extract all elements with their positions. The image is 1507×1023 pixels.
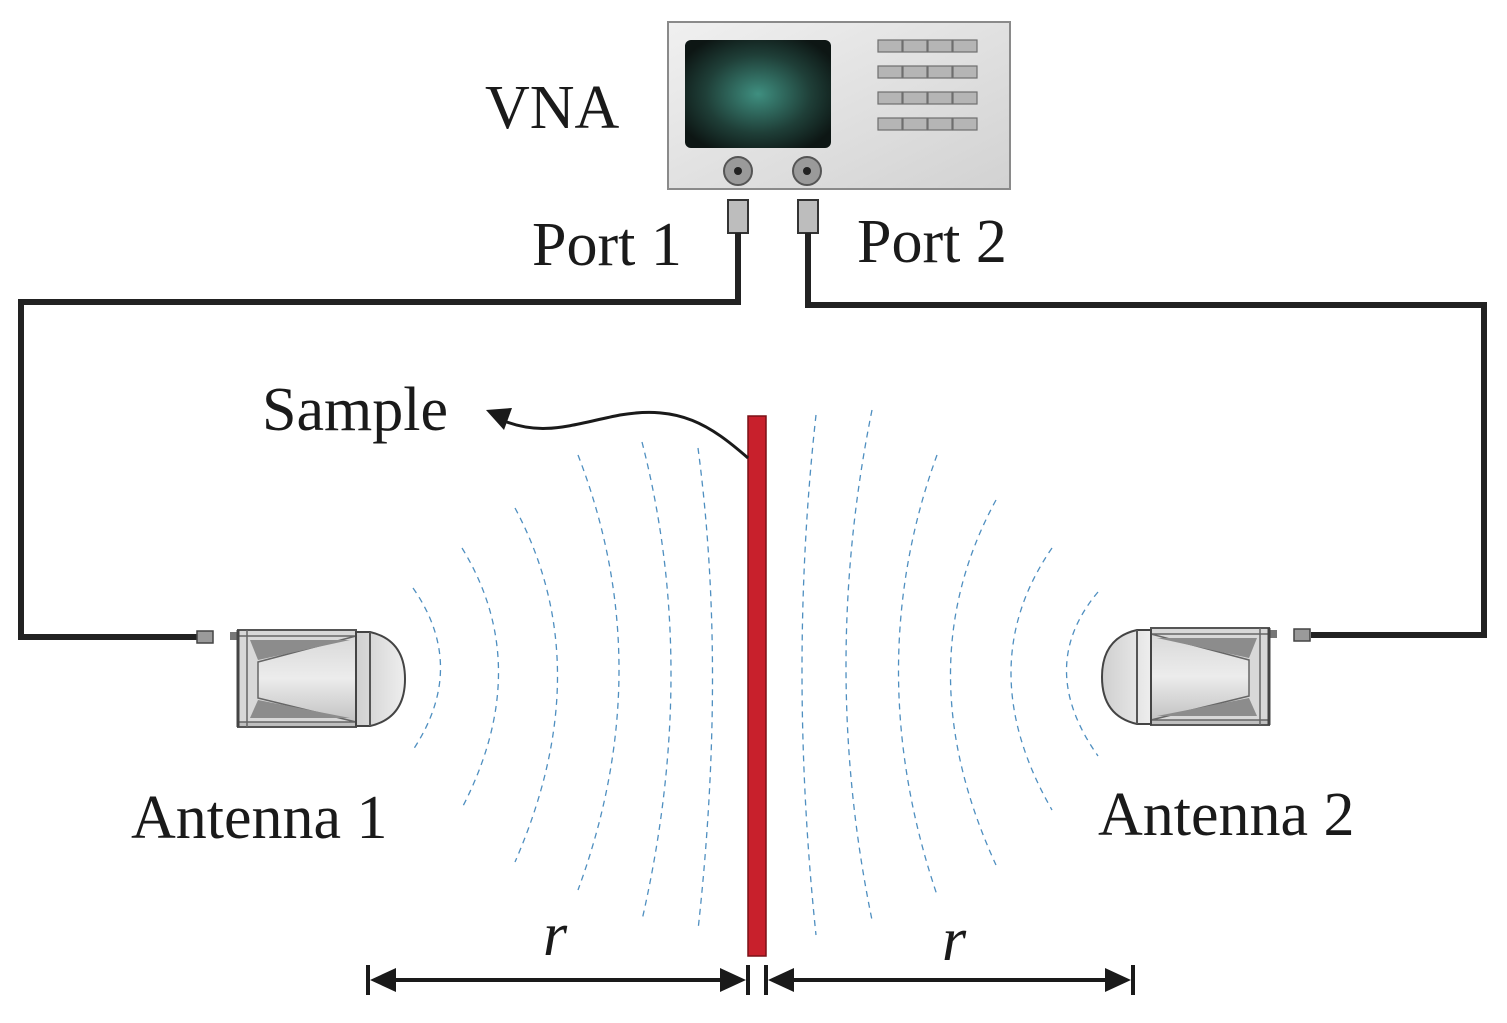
vna-keypad (877, 39, 978, 131)
port1-connector (727, 199, 749, 234)
sample-pointer-arrowhead (486, 408, 512, 430)
port1-label: Port 1 (532, 211, 682, 279)
sample-label: Sample (262, 376, 448, 444)
antenna-1-dome (355, 631, 407, 727)
vna-port1-knob (723, 156, 753, 186)
cable-port1-to-antenna1 (18, 233, 741, 640)
sample-pointer-line (496, 410, 749, 460)
vna-screen (685, 40, 831, 148)
cable-port2-to-antenna2 (805, 233, 1487, 638)
vna-instrument (667, 21, 1011, 190)
port2-label: Port 2 (857, 208, 1007, 276)
antenna-1-label: Antenna 1 (131, 784, 388, 852)
antenna-1 (196, 629, 407, 728)
vna-port2-knob (792, 156, 822, 186)
distance-left-label: r (543, 901, 568, 969)
wavefronts-left (412, 441, 714, 931)
antenna-2-label: Antenna 2 (1098, 781, 1355, 849)
antenna-2-dome (1100, 629, 1152, 725)
wavefronts-right (801, 409, 1099, 936)
sample-slab (747, 415, 767, 957)
distance-right-label: r (942, 906, 967, 974)
port2-connector (797, 199, 819, 234)
vna-label: VNA (485, 74, 620, 142)
distance-marker-left (366, 965, 750, 995)
distance-marker-right (764, 965, 1135, 995)
antenna-2 (1100, 627, 1311, 726)
